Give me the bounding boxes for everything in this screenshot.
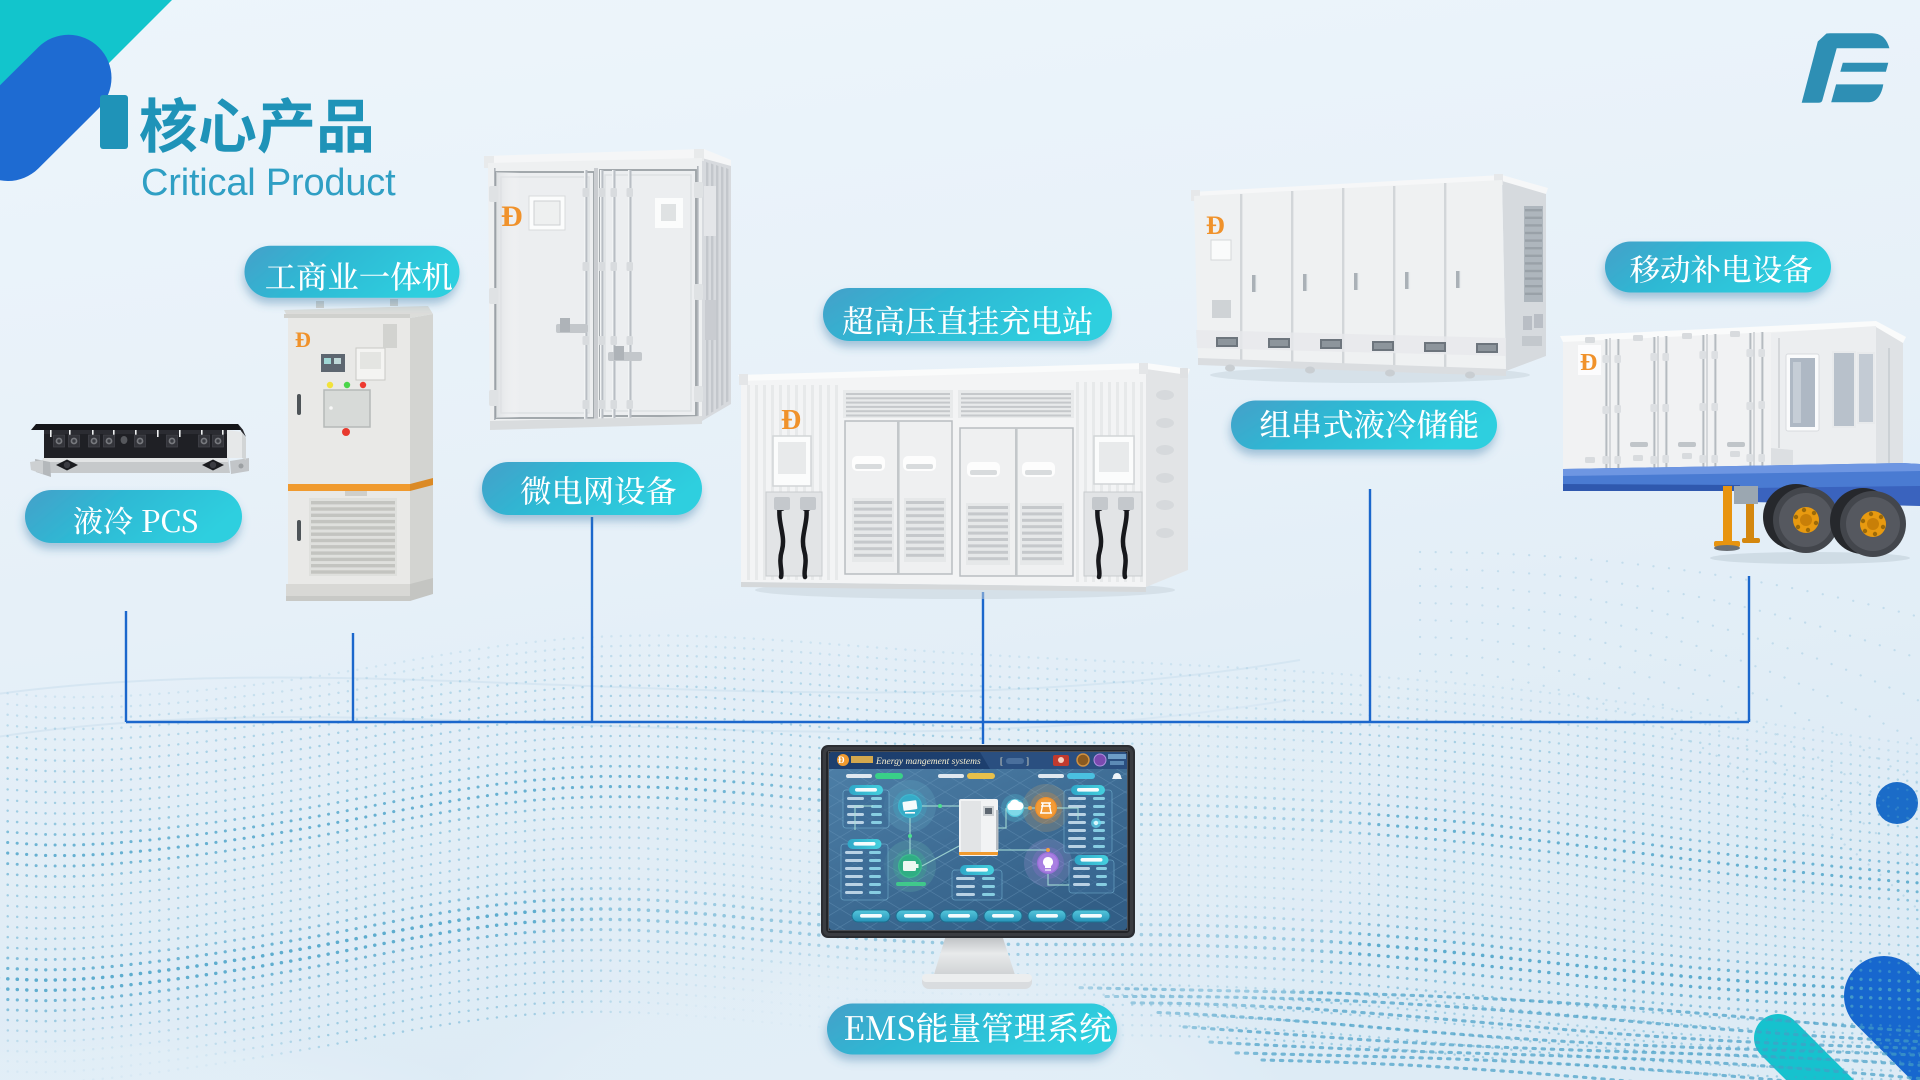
svg-text:Ð: Ð — [838, 755, 845, 765]
svg-text:Ð: Ð — [1206, 211, 1225, 240]
svg-text:Ð: Ð — [501, 200, 523, 233]
svg-text:[: [ — [1000, 756, 1003, 766]
svg-text:Energy mangement systems: Energy mangement systems — [875, 757, 981, 767]
svg-text:Ð: Ð — [295, 327, 311, 352]
svg-text:]: ] — [1026, 756, 1029, 766]
svg-text:Ð: Ð — [781, 405, 801, 436]
svg-text:Critical Product: Critical Product — [141, 162, 396, 204]
svg-text:Ð: Ð — [1580, 350, 1597, 376]
